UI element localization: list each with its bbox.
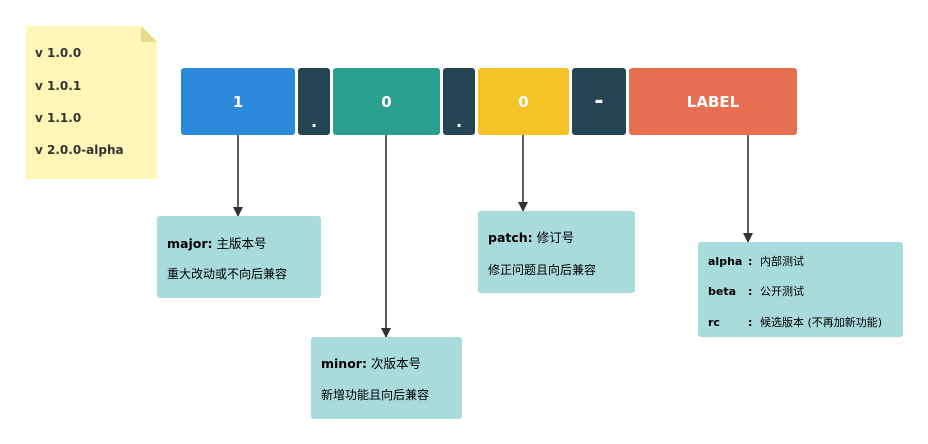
- label-key-beta: beta: [708, 285, 737, 298]
- label-value-rc: 候选版本 (不再加新功能): [760, 316, 883, 329]
- label-colon-rc: :: [748, 316, 753, 329]
- segment-dash: -: [572, 68, 626, 135]
- segment-label: LABEL: [629, 68, 797, 135]
- versions-note: [26, 26, 157, 179]
- label-row-rc: rc: 候选版本 (不再加新功能): [708, 314, 882, 330]
- major-title: major: 主版本号: [167, 233, 266, 252]
- version-example-2: v 1.0.1: [35, 79, 82, 93]
- version-example-1: v 1.0.0: [35, 46, 82, 60]
- patch-box: [478, 211, 635, 293]
- version-example-3: v 1.1.0: [35, 111, 82, 125]
- label-colon-alpha: :: [748, 255, 753, 268]
- major-desc: 重大改动或不向后兼容: [167, 267, 288, 281]
- segment-minor: 0: [333, 68, 440, 135]
- label-row-alpha: alpha: 内部测试: [708, 253, 804, 269]
- patch-title-text: 修订号: [532, 230, 575, 245]
- segment-major: 1: [181, 68, 295, 135]
- major-title-text: 主版本号: [212, 236, 267, 251]
- minor-title-text: 次版本号: [366, 356, 421, 371]
- label-key-alpha: alpha: [708, 255, 743, 268]
- minor-key: minor:: [321, 356, 367, 371]
- version-example-4: v 2.0.0-alpha: [35, 143, 124, 157]
- segment-patch: 0: [478, 68, 569, 135]
- minor-box: [311, 337, 462, 419]
- minor-desc: 新增功能且向后兼容: [321, 388, 430, 402]
- label-key-rc: rc: [708, 316, 720, 329]
- patch-title: patch: 修订号: [488, 227, 574, 246]
- label-box: [698, 242, 903, 337]
- patch-key: patch:: [488, 230, 533, 245]
- major-key: major:: [167, 236, 213, 251]
- minor-title: minor: 次版本号: [321, 353, 421, 372]
- label-colon-beta: :: [748, 285, 753, 298]
- patch-desc: 修正问题且向后兼容: [488, 263, 597, 277]
- segment-dot-1: .: [298, 68, 330, 135]
- segment-dot-2: .: [443, 68, 475, 135]
- major-box: [157, 216, 321, 298]
- label-value-beta: 公开测试: [760, 285, 804, 298]
- label-row-beta: beta: 公开测试: [708, 283, 804, 299]
- label-value-alpha: 内部测试: [760, 255, 804, 268]
